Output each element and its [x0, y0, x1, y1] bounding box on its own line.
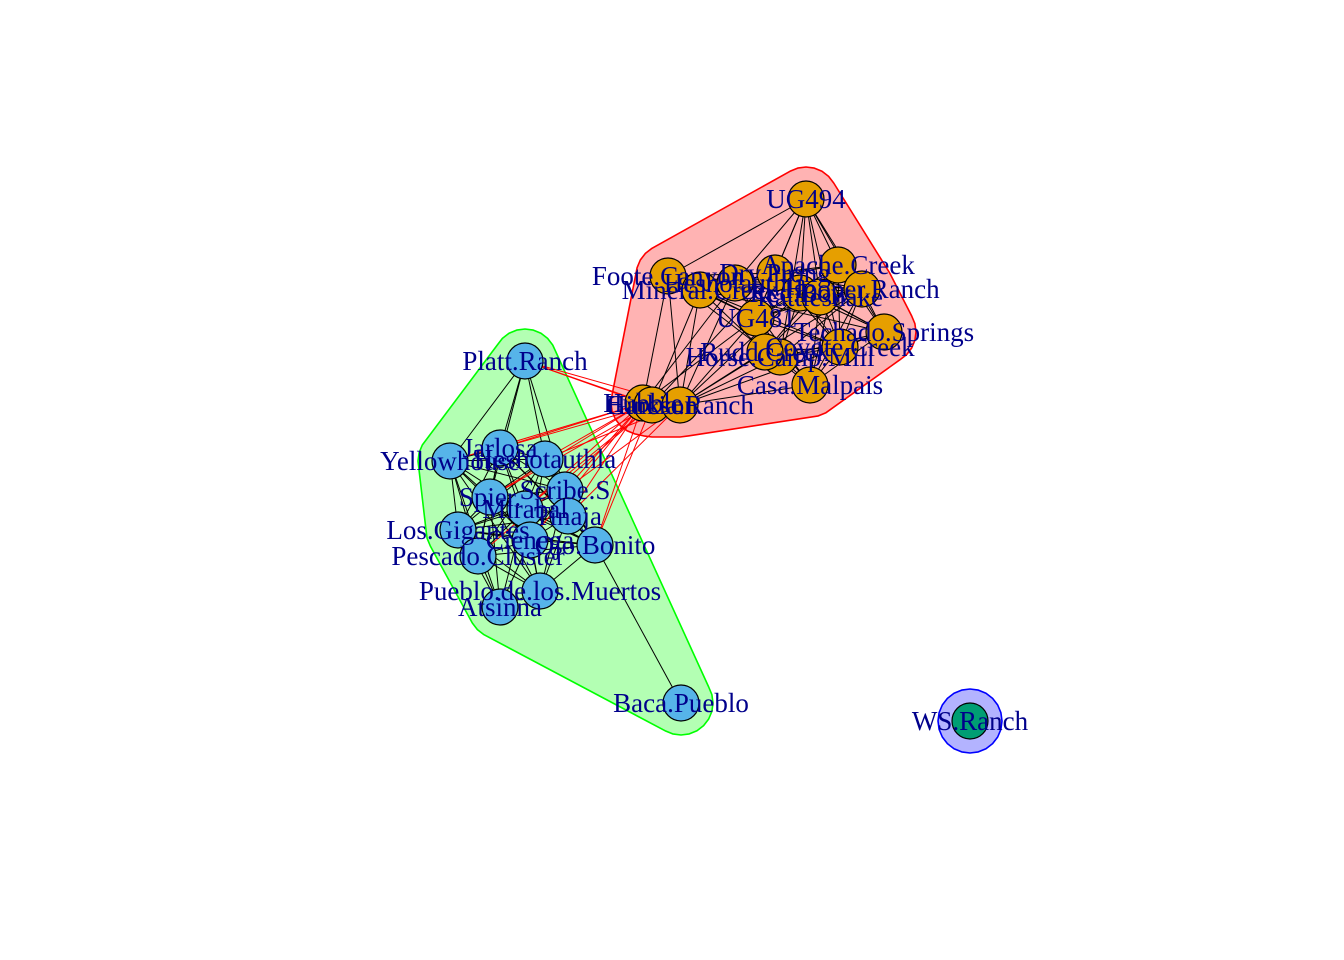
edge: [449, 360, 526, 462]
node-label: Cienega: [486, 525, 574, 555]
node-label: Dry.Prong: [719, 258, 831, 288]
node-label: Heshotauthla: [664, 268, 806, 298]
node-ug494[interactable]: [787, 180, 825, 218]
node-pueblo-de-los-muertos[interactable]: [521, 572, 559, 610]
node-yellowhouse[interactable]: [431, 442, 469, 480]
bridge-edge: [489, 404, 653, 498]
node-label: Casa.Malpais: [737, 370, 883, 400]
node-label: Apache.Creek: [761, 250, 915, 280]
node-label: UG494: [766, 184, 846, 214]
edge: [679, 289, 701, 406]
node-label: Foote.Canyon: [592, 261, 745, 291]
node-label: Coyote.Creek: [765, 332, 915, 362]
node-tinaja[interactable]: [549, 497, 587, 535]
node-label: Hinkson: [606, 390, 698, 420]
node-label: Scribe.S: [520, 475, 611, 505]
node-label: Pescado.Cluster: [391, 541, 564, 571]
bridge-edge: [529, 402, 644, 541]
edge: [594, 544, 682, 704]
node-label: Los.Gigantes: [386, 515, 529, 545]
edge: [679, 317, 757, 406]
node-label: Hubble: [603, 388, 683, 418]
graph-nodes: [431, 180, 989, 740]
edge: [667, 198, 807, 277]
node-label: Yellowhouse: [380, 446, 520, 476]
node-label: Platt.Ranch: [462, 346, 588, 376]
edge: [679, 384, 811, 406]
node-label: Rudd.Creek: [700, 337, 830, 367]
node-baca-pueblo[interactable]: [662, 684, 700, 722]
edge: [642, 282, 736, 404]
node-label: Rattlesnake: [757, 282, 883, 312]
edge: [679, 292, 801, 406]
node-label: Horse.Camp.Mill: [686, 342, 875, 372]
node-ojo-bonito[interactable]: [576, 526, 614, 564]
node-hooper-ranch[interactable]: [843, 270, 881, 308]
edge: [449, 460, 541, 592]
node-label: Garcia.Ranch: [606, 390, 754, 420]
node-rattlesnake[interactable]: [801, 278, 839, 316]
node-spier[interactable]: [471, 478, 509, 516]
node-label: Spier.: [459, 482, 521, 512]
edge: [651, 289, 701, 406]
node-label: Hooper.Ranch: [784, 274, 940, 304]
node-platt-ranch[interactable]: [506, 342, 544, 380]
bridge-edge: [594, 404, 653, 546]
node-los-gigantes[interactable]: [439, 511, 477, 549]
node-label: Techado.Springs: [794, 317, 974, 347]
node-cienega[interactable]: [511, 521, 549, 559]
node-garcia-ranch[interactable]: [661, 386, 699, 424]
node-coyote-creek[interactable]: [821, 328, 859, 366]
node-ws-ranch[interactable]: [951, 702, 989, 740]
node-label: Pueblo.de.los.Muertos: [419, 576, 661, 606]
node-label: UG481: [716, 303, 796, 333]
node-rudd-creek[interactable]: [746, 333, 784, 371]
node-label: Red.Bow: [749, 278, 851, 308]
node-atsinna[interactable]: [481, 588, 519, 626]
node-heshotauthla[interactable]: [526, 440, 564, 478]
node-label: Tinaja: [534, 501, 602, 531]
bridge-edge: [524, 402, 644, 510]
edge: [489, 360, 526, 498]
node-label: Atsinna: [458, 592, 542, 622]
node-label: Mirabal: [482, 494, 567, 524]
edge: [679, 282, 736, 406]
node-techado-springs[interactable]: [865, 313, 903, 351]
node-apache-creek[interactable]: [819, 246, 857, 284]
bridge-edge: [489, 402, 644, 498]
node-jarlosa[interactable]: [481, 429, 519, 467]
bridge-edge: [544, 402, 644, 460]
node-label: WS.Ranch: [912, 706, 1029, 736]
node-label: Ojo.Bonito: [535, 530, 656, 560]
node-foote-canyon[interactable]: [649, 257, 687, 295]
edge: [449, 460, 566, 491]
node-casa-malpais[interactable]: [791, 366, 829, 404]
node-label: Baca.Pueblo: [613, 688, 749, 718]
edge: [642, 275, 669, 404]
edge: [642, 317, 757, 404]
node-pescado-cluster[interactable]: [459, 537, 497, 575]
node-label: Heshotauthla: [474, 444, 616, 474]
edge: [651, 272, 776, 406]
edge: [667, 275, 681, 406]
node-label: Jarlosa: [463, 433, 538, 463]
bridge-edge: [524, 404, 653, 510]
node-dry-prong[interactable]: [756, 254, 794, 292]
edge: [734, 282, 811, 386]
node-label: Mineral.Creek: [622, 275, 779, 305]
bridge-edge: [594, 402, 644, 546]
node-heshotauthla-a[interactable]: [716, 264, 754, 302]
